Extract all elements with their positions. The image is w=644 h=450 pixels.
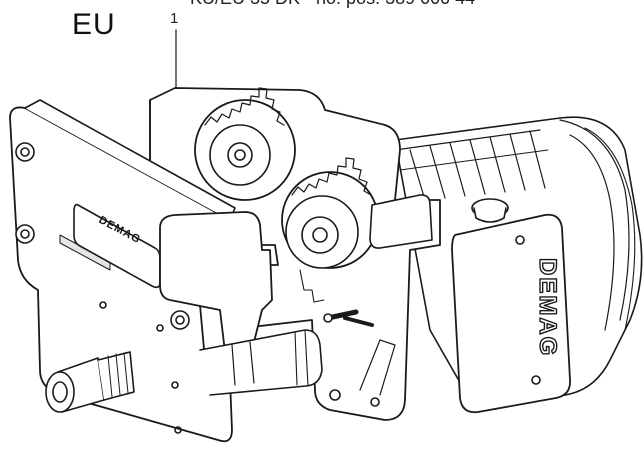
front-bracket <box>159 211 273 353</box>
center-bracket <box>369 194 433 249</box>
motor-cover-plate: DEMAG <box>451 213 571 414</box>
guide-pin <box>323 309 359 323</box>
front-gear-wheel <box>281 157 379 303</box>
rear-gear-wheel <box>194 87 296 201</box>
motor-cover-logo: DEMAG <box>534 258 561 357</box>
axle-shaft <box>199 329 323 396</box>
grease-fitting <box>45 351 135 413</box>
region-label: EU <box>72 8 116 41</box>
callout-number: 1 <box>170 10 179 27</box>
part-caption: KU/EU 35 DK - no. pos. 389 000 44 <box>190 0 475 9</box>
